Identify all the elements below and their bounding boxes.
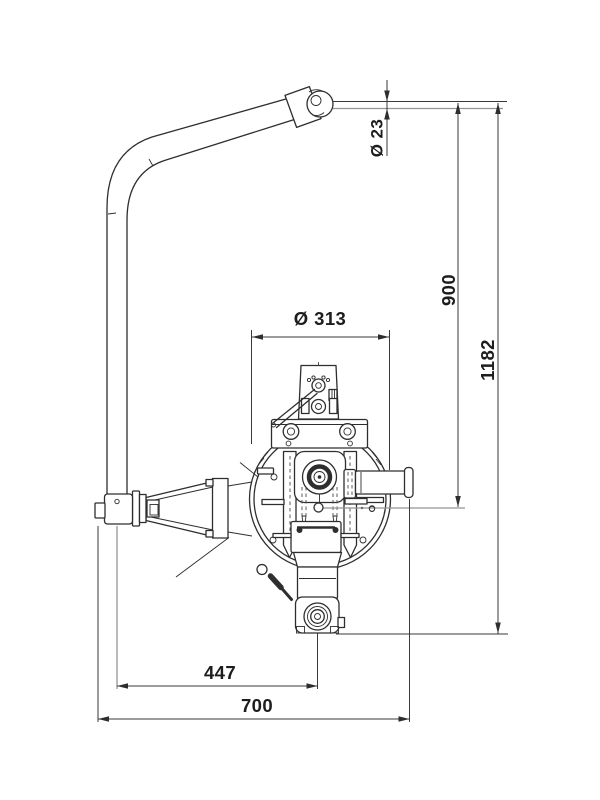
dim-label-447: 447 (204, 662, 236, 683)
crank-handle (343, 466, 414, 505)
lower-roller (310, 398, 327, 415)
dim-label-1182: 1182 (477, 339, 498, 381)
socket-ring (131, 490, 141, 527)
dim-label-handle-diameter: Ø 23 (367, 119, 386, 157)
socket-block (103, 493, 134, 525)
crank-boss (343, 468, 357, 499)
crank-end-flange (403, 466, 414, 499)
rim-hatch-ticks (258, 451, 382, 466)
dimension-447: 447 (116, 526, 318, 689)
left-tie-bar (261, 498, 285, 506)
pipe-tick-mark (148, 158, 154, 167)
top-mount-plate (270, 418, 369, 449)
handle-pipe (106, 85, 334, 497)
dimension-drum-diameter: Ø 313 (251, 308, 390, 470)
lever-ball (256, 563, 268, 576)
bottom-outlet (292, 551, 346, 634)
dim-label-900: 900 (438, 274, 459, 306)
front-plate (290, 520, 342, 554)
pivot-boss (311, 378, 326, 393)
arm-flange (211, 477, 229, 539)
crank-bracket (344, 497, 368, 505)
pawl-slots (301, 487, 338, 516)
dimension-900: 900 (313, 103, 465, 513)
socket-tab (94, 502, 106, 519)
spring-washer-marks (306, 375, 331, 383)
clamp-lever (256, 563, 293, 601)
neck-taper (292, 551, 343, 568)
neck (296, 566, 339, 599)
hub (301, 459, 338, 495)
release-lever (271, 388, 318, 429)
dimension-handle-diameter: Ø 23 (333, 80, 507, 157)
socket-ring (138, 493, 147, 524)
dim-label-drum-diameter: Ø 313 (294, 308, 346, 329)
mount-eye-left (282, 423, 300, 440)
crank-grip (354, 470, 407, 495)
socket-arm (94, 477, 253, 539)
dimension-700: 700 (97, 499, 410, 722)
axle-pin (256, 467, 275, 475)
port-tab (337, 616, 346, 629)
diagonal-lines (175, 462, 259, 578)
top-gearbox (271, 362, 340, 429)
dim-label-700: 700 (241, 695, 273, 716)
port-circles (303, 602, 332, 631)
dimension-1182: 1182 (336, 103, 508, 635)
mount-eye-right (339, 423, 356, 440)
pipe-tick-mark (107, 212, 117, 215)
